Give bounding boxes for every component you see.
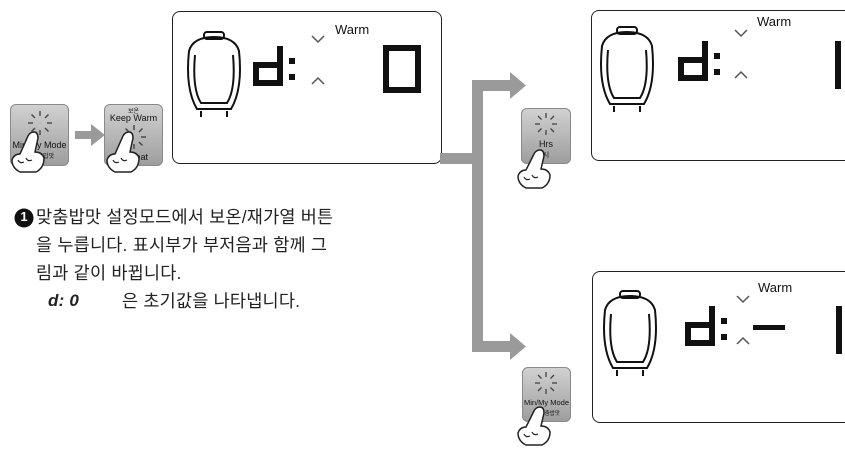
segment-d-symbol — [678, 41, 720, 81]
display-panel-minutes: Warm — [592, 271, 845, 423]
press-radiance-icon — [535, 113, 557, 135]
min-my-mode-button-secondary[interactable]: Min/My Mode 분 맞춤밥맛 — [522, 367, 571, 422]
display-panel-hours: Warm — [591, 10, 845, 161]
button-label: Keep Warm — [109, 113, 158, 123]
step-number: 1 — [20, 209, 28, 224]
finger-hand-icon — [11, 131, 45, 173]
instruction-line-4: d: 0 은 초기값을 나타냅니다. — [36, 288, 336, 314]
transition-arrow — [75, 124, 105, 146]
segment-d-symbol — [253, 46, 295, 86]
initial-value-code: d: 0 — [48, 291, 80, 310]
instruction-line-2: 을 누릅니다. 표시부가 부저음과 함께 그 — [36, 235, 328, 255]
pot-icon — [187, 31, 241, 117]
segment-digit-partial — [835, 41, 841, 89]
step-marker-icon — [14, 208, 34, 228]
warm-indicator: Warm — [335, 22, 370, 37]
initial-value-description: 은 초기값을 나타냅니다. — [122, 291, 301, 311]
instruction-line-3: 림과 같이 바뀝니다. — [36, 263, 182, 283]
warm-indicator: Warm — [758, 280, 793, 295]
button-sublabel: 분 맞춤밥맛 — [533, 411, 560, 417]
press-radiance-icon — [535, 372, 557, 394]
button-sublabel: 시 — [542, 152, 550, 159]
segment-digit-partial — [836, 306, 842, 354]
display-panel-initial: Warm — [172, 11, 442, 164]
segment-dash — [753, 325, 785, 330]
instruction-line-1: 맞춤밥맛 설정모드에서 보온/재가열 버튼 — [36, 207, 334, 227]
warm-indicator: Warm — [757, 14, 792, 29]
finger-hand-icon — [517, 406, 551, 446]
finger-hand-icon — [106, 131, 140, 173]
button-label: Min/My Mode — [523, 398, 569, 407]
segment-d-symbol — [685, 306, 727, 346]
blink-marks — [311, 35, 325, 85]
branch-arrow — [440, 72, 526, 360]
pot-icon — [603, 290, 657, 376]
pot-icon — [600, 26, 654, 112]
button-label: Min/My Mode — [12, 140, 67, 150]
hrs-button[interactable]: Hrs 시 — [521, 108, 571, 164]
button-top-small-label: 보온 — [127, 109, 140, 115]
segment-digit-zero — [383, 45, 421, 93]
button-label: Hrs — [539, 139, 553, 149]
finger-hand-icon — [517, 149, 551, 189]
blink-marks — [736, 295, 750, 345]
blink-marks — [734, 29, 748, 79]
press-radiance-icon — [28, 111, 52, 135]
